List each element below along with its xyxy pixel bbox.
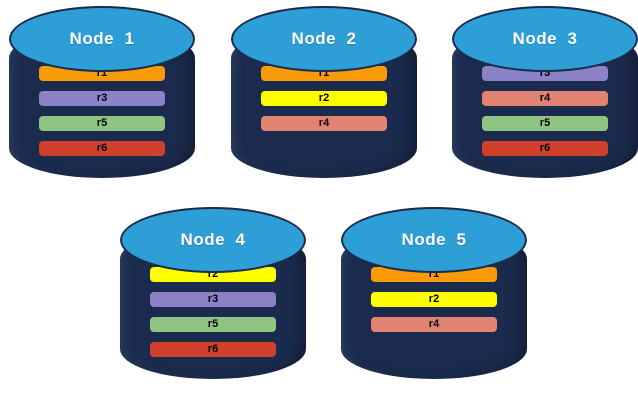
node-cylinder-top: Node 5 (341, 207, 527, 273)
node-cylinder-top: Node 3 (452, 6, 638, 72)
record-bar[interactable]: r6 (150, 342, 276, 357)
record-bar[interactable]: r4 (482, 91, 608, 106)
record-bar[interactable]: r6 (482, 141, 608, 156)
record-bar[interactable]: r4 (261, 116, 387, 131)
record-bar[interactable]: r4 (371, 317, 497, 332)
record-bar[interactable]: r5 (39, 116, 165, 131)
node-title: Node 4 (180, 230, 246, 249)
node-title: Node 1 (69, 29, 135, 48)
node-cylinder-top: Node 4 (120, 207, 306, 273)
record-bar[interactable]: r3 (150, 292, 276, 307)
record-bar[interactable]: r5 (482, 116, 608, 131)
record-bar[interactable]: r2 (261, 91, 387, 106)
node-cylinder-top: Node 1 (9, 6, 195, 72)
node-cylinder-top: Node 2 (231, 6, 417, 72)
node-title: Node 5 (401, 230, 467, 249)
record-bar[interactable]: r6 (39, 141, 165, 156)
node-title: Node 3 (512, 29, 578, 48)
record-bar[interactable]: r3 (39, 91, 165, 106)
node-title: Node 2 (291, 29, 357, 48)
record-bar[interactable]: r5 (150, 317, 276, 332)
record-bar[interactable]: r2 (371, 292, 497, 307)
